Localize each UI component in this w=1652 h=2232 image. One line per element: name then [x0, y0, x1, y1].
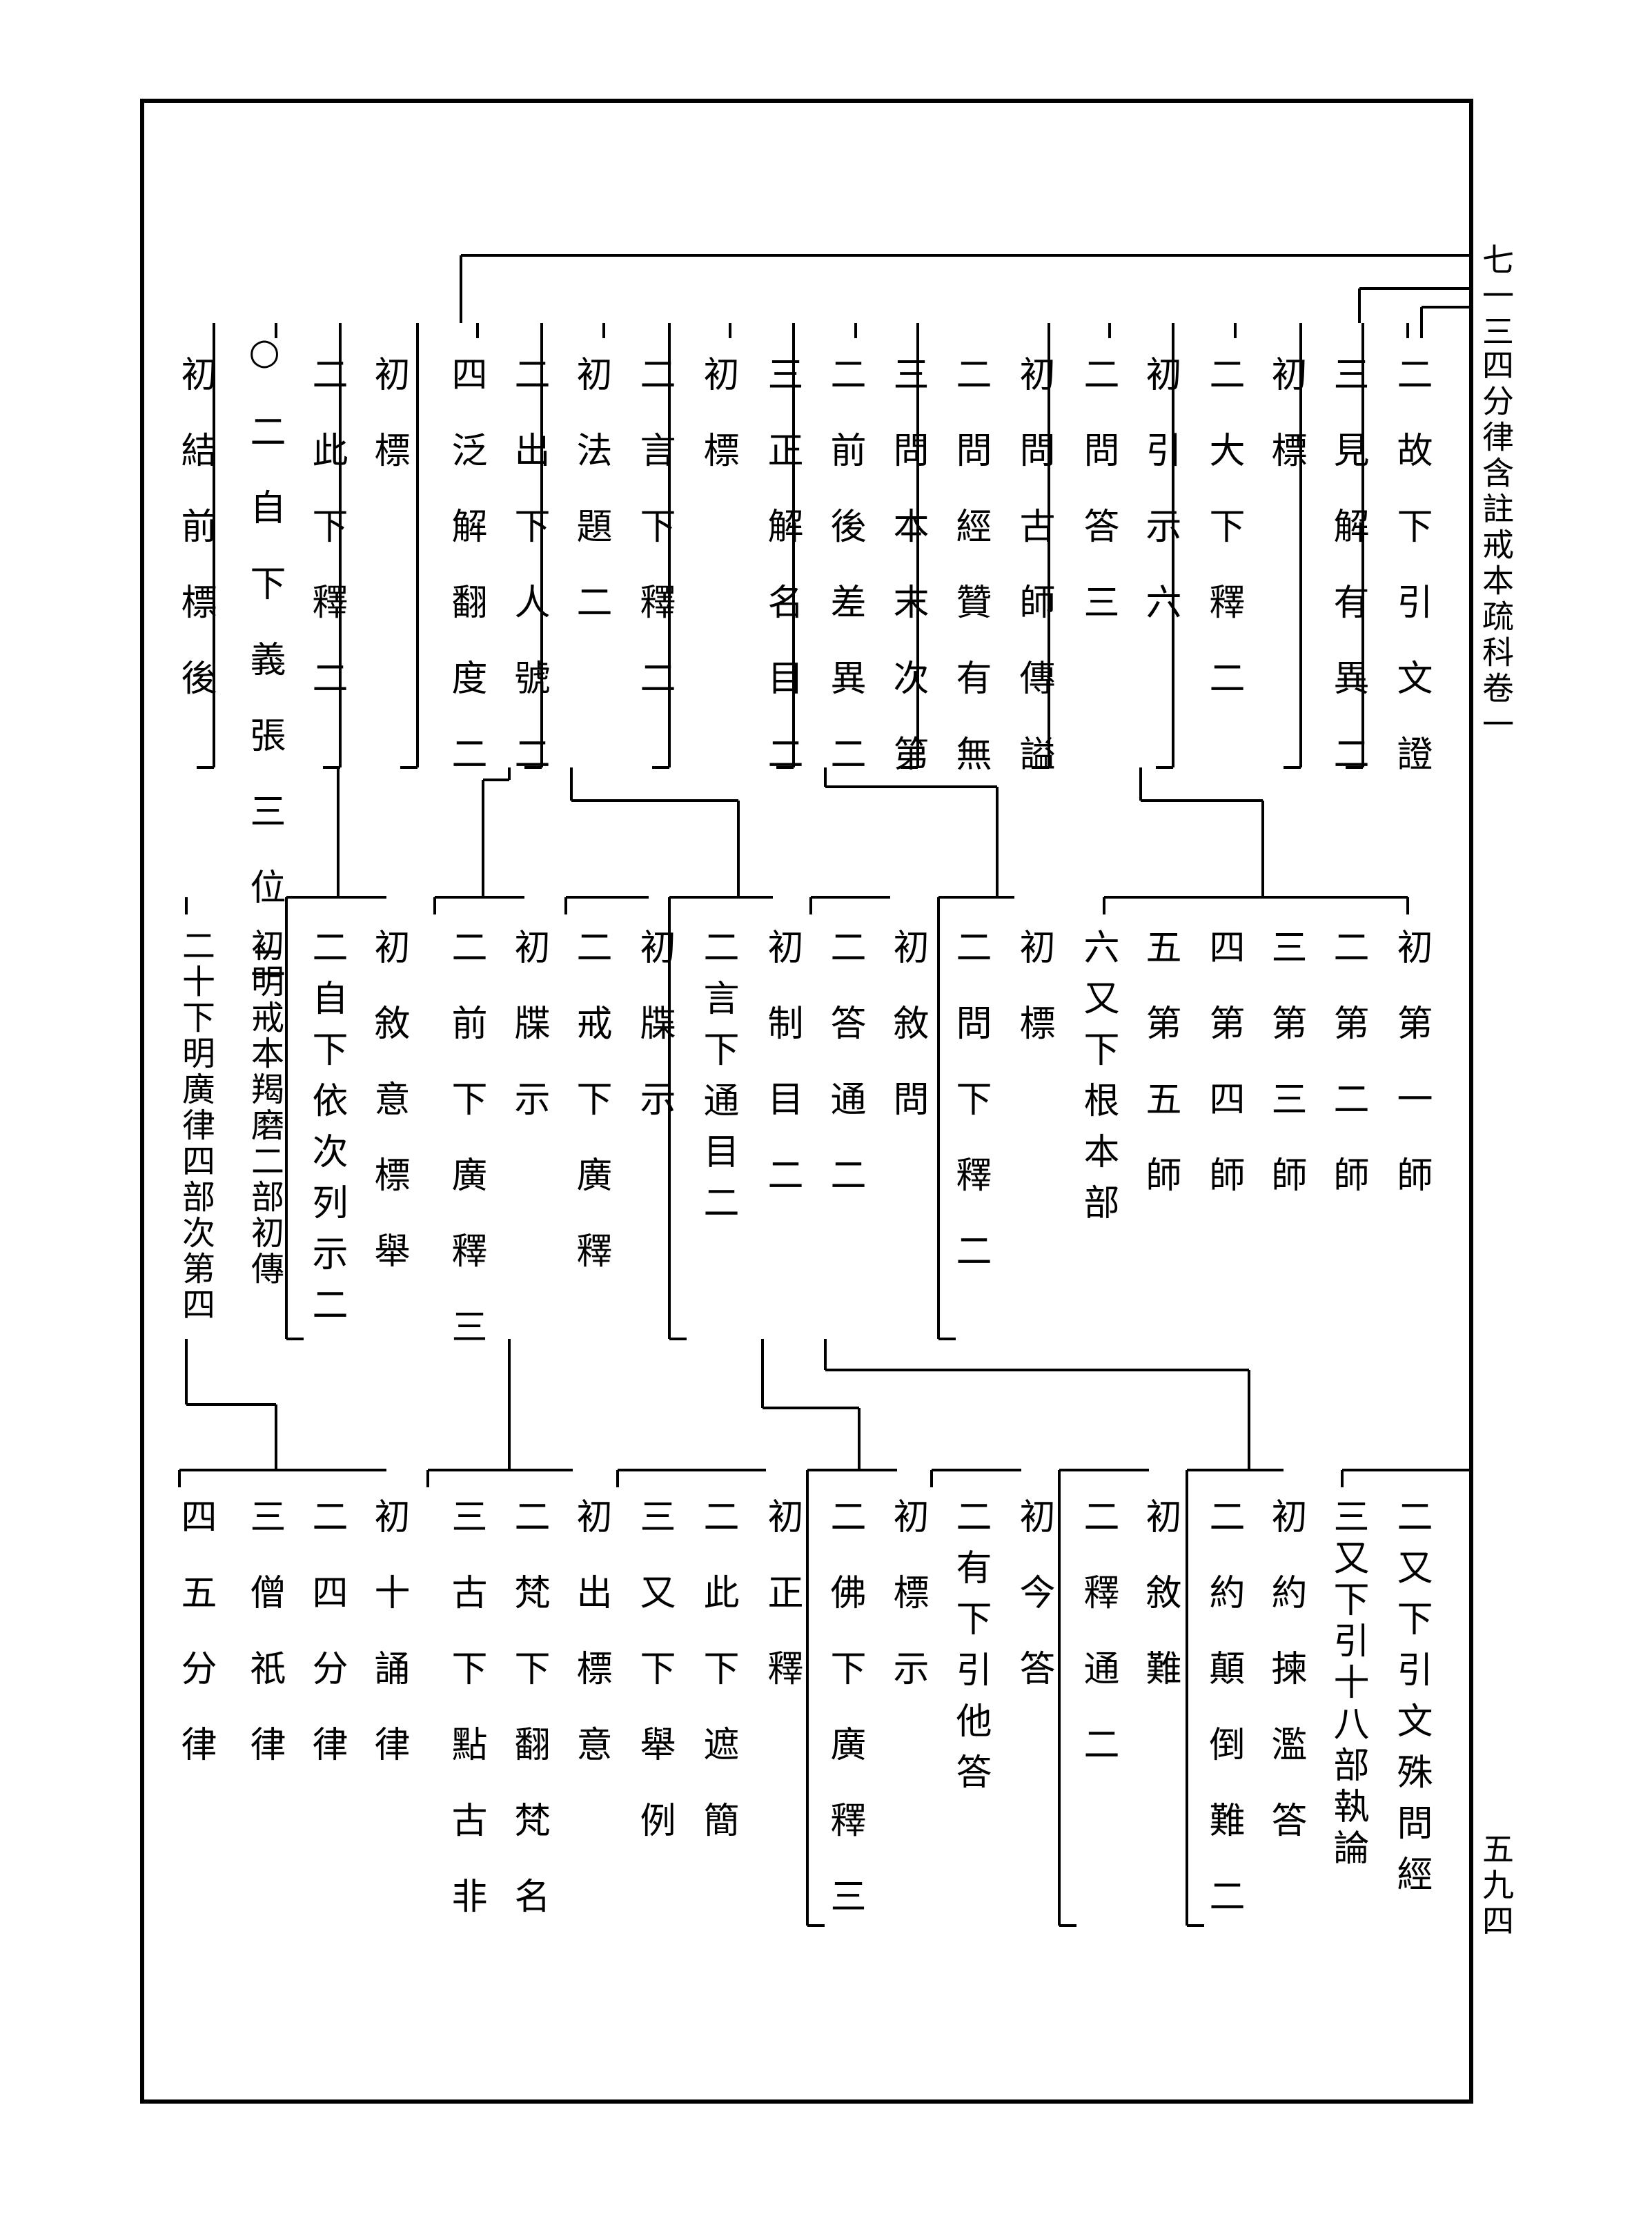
outline-entry: 初牒示	[508, 928, 549, 1156]
outline-entry: 初敘意標舉	[368, 928, 409, 1308]
book-title: 四分律含註戒本疏科卷一	[1477, 349, 1515, 743]
outline-entry: 二言下釋二	[633, 355, 675, 735]
outline-entry: 初第一師	[1390, 928, 1432, 1232]
outline-entry: 二自下依次列示二	[306, 928, 347, 1337]
outline-entry: 三第三師	[1265, 928, 1306, 1232]
outline-entry: 二問下釋二	[950, 928, 991, 1308]
outline-entry: 二問答三	[1077, 355, 1119, 659]
outline-entry: 三見解有異二	[1327, 355, 1368, 811]
outline-entry: 二出下人號二	[508, 355, 549, 811]
outline-entry: 二故下引文證	[1390, 355, 1432, 811]
outline-entry: 初明戒本羯磨二部初傳	[245, 928, 284, 1287]
outline-entry: 二十下明廣律四部次第四	[176, 928, 215, 1323]
outline-entry: 初標示	[887, 1498, 928, 1725]
outline-entry: 二此下釋二	[306, 355, 347, 735]
outline-entry: 初敘難	[1139, 1498, 1181, 1725]
outline-entry: 初問古師傳謚	[1013, 355, 1054, 811]
page-number: 五九四	[1477, 1832, 1515, 1940]
outline-entry: 初引示六	[1139, 355, 1181, 659]
outline-entry: 四五分律	[175, 1498, 216, 1801]
outline-entry: 初結前標後	[175, 355, 216, 735]
outline-entry: 二前後差異二	[824, 355, 865, 811]
outline-entry: 三又下引十八部執論	[1327, 1498, 1368, 1870]
page-border	[140, 99, 1473, 2104]
outline-entry: 三問本末次第	[887, 355, 928, 811]
outline-entry: 二梵下翻梵名	[508, 1498, 549, 1953]
outline-entry: 二答通二	[824, 928, 865, 1232]
outline-entry: 初標	[1013, 928, 1054, 1080]
outline-entry: 三古下點古非	[445, 1498, 486, 1953]
outline-entry: 初標	[697, 355, 738, 507]
outline-entry: 二釋通二	[1077, 1498, 1119, 1801]
outline-entry: 三僧祇律	[244, 1498, 285, 1801]
outline-entry: 二此下遮簡	[697, 1498, 738, 1877]
outline-entry: 四第四師	[1203, 928, 1244, 1232]
outline-entry: 四泛解翻度二	[445, 355, 486, 811]
outline-entry: ○二自下義張三位二	[244, 331, 285, 1020]
outline-entry: 二佛下廣釋三	[824, 1498, 865, 1953]
outline-entry: 初法題二	[570, 355, 611, 659]
outline-entry: 二問經贊有無	[950, 355, 991, 811]
outline-entry: 初敘問	[887, 928, 928, 1156]
outline-entry: 初正釋	[761, 1498, 803, 1725]
outline-entry: 初制目二	[761, 928, 803, 1232]
outline-entry: 初標	[368, 355, 409, 507]
outline-entry: 二第二師	[1327, 928, 1368, 1232]
outline-entry: 二大下釋二	[1203, 355, 1244, 735]
outline-entry: 初標	[1265, 355, 1306, 507]
outline-entry: 五第五師	[1139, 928, 1181, 1232]
outline-entry: 初牒示	[633, 928, 675, 1156]
outline-entry: 六又下根本部	[1077, 928, 1119, 1235]
outline-entry: 二四分律	[306, 1498, 347, 1801]
folio-number: 七一三	[1477, 243, 1515, 351]
outline-entry: 二戒下廣釋	[570, 928, 611, 1308]
outline-entry: 初出標意	[570, 1498, 611, 1801]
outline-entry: 三正解名目二	[761, 355, 803, 811]
outline-entry: 三又下舉例	[633, 1498, 675, 1877]
outline-entry: 二約顛倒難二	[1203, 1498, 1244, 1953]
outline-entry: 二又下引文殊問經	[1390, 1498, 1432, 1906]
outline-entry: 二言下通目二	[697, 928, 738, 1235]
outline-entry: 初今答	[1013, 1498, 1054, 1725]
outline-entry: 初約揀濫答	[1265, 1498, 1306, 1877]
outline-entry: 初十誦律	[368, 1498, 409, 1801]
outline-entry: 二有下引他答	[950, 1498, 991, 1804]
outline-entry: 二前下廣釋三	[445, 928, 486, 1384]
